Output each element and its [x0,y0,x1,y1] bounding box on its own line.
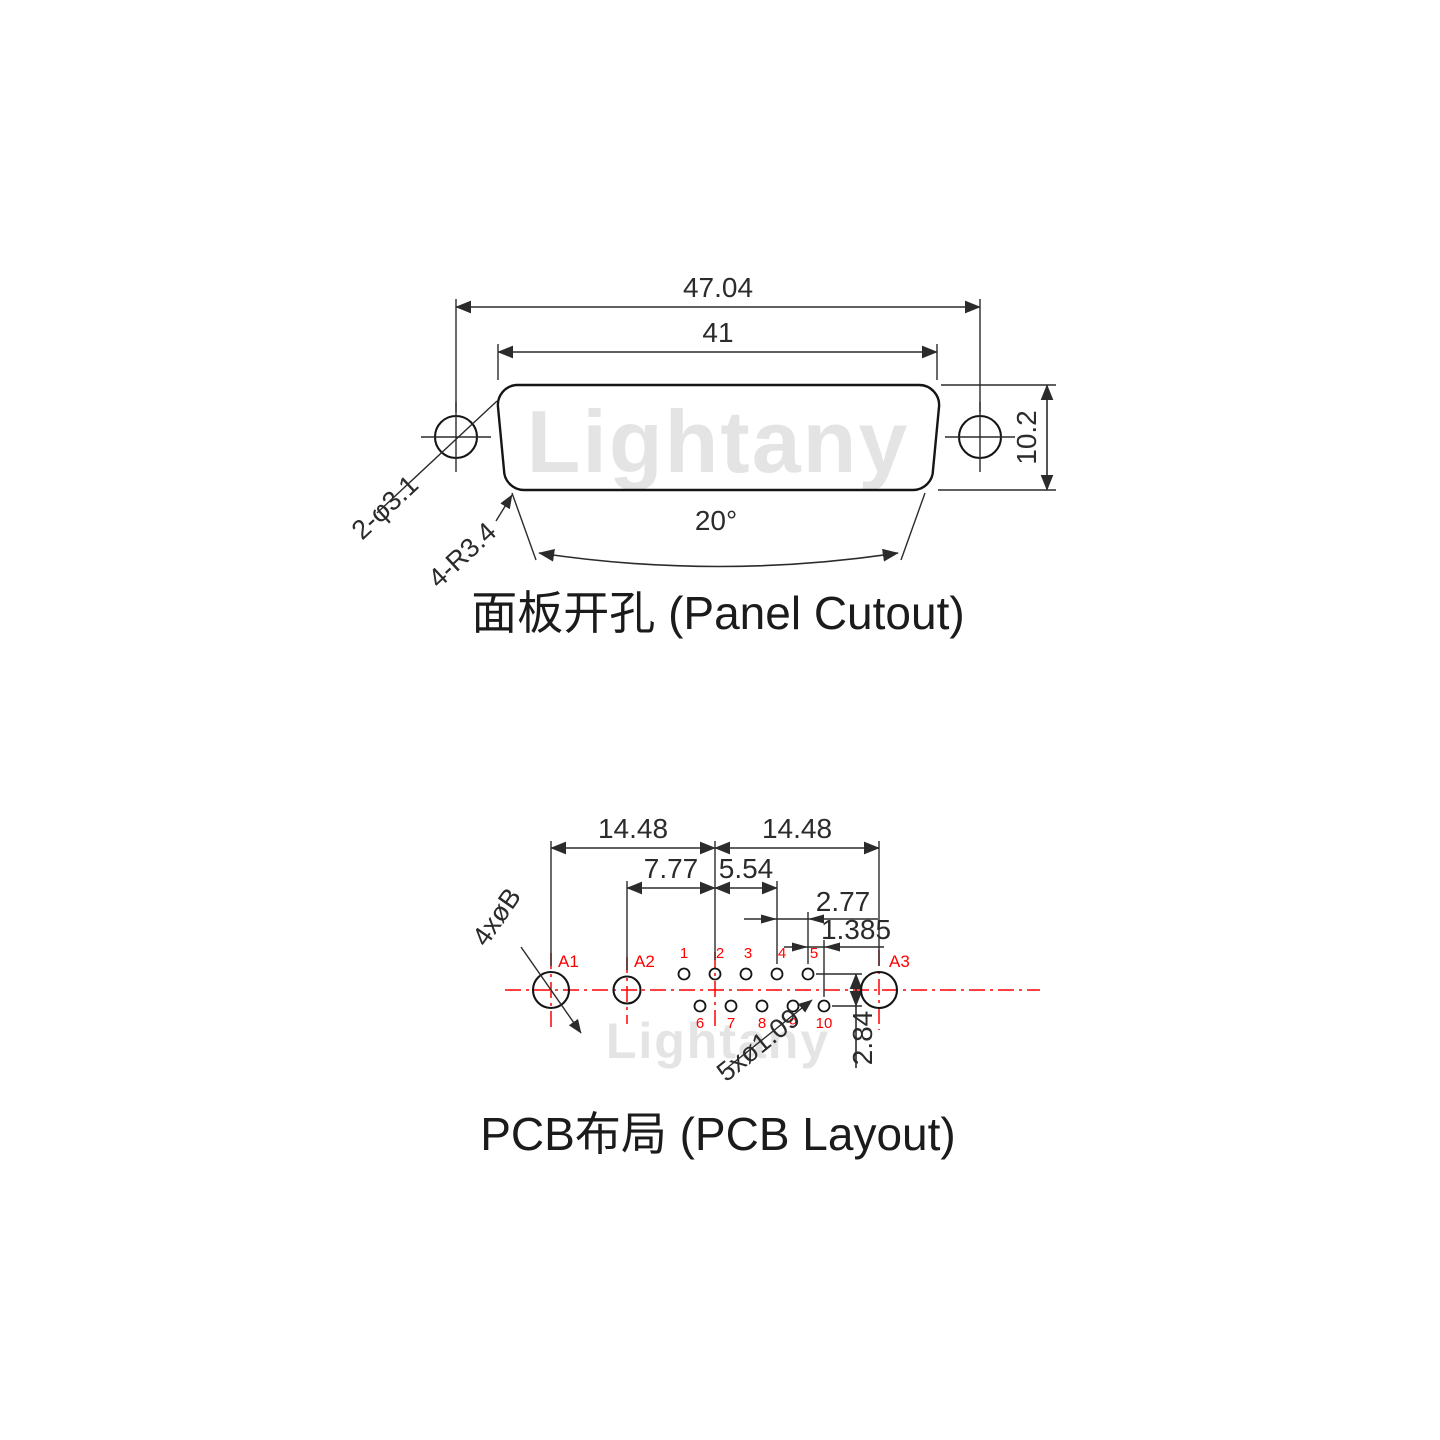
pin-number: 7 [727,1015,735,1032]
dim-row-pitch: 2.84 [847,1011,878,1066]
hole-label-a2: A2 [634,952,655,971]
dim-a2-to-center: 7.77 [644,853,699,884]
dim-angle: 20° [695,505,737,536]
dim-inner-width: 41 [702,317,733,348]
dim-pin-span: 5.54 [719,853,774,884]
panel-extension-lines [455,299,1056,491]
dim-center-to-a3: 14.48 [762,813,832,844]
pin-hole [724,999,738,1013]
power-hole-a3 [859,970,899,1010]
dim-height: 10.2 [1011,410,1042,465]
mounting-hole-right [945,402,1015,472]
label-mount-holes: 2-φ3.1 [346,469,424,545]
power-hole-a2 [612,975,642,1005]
pin-number: 10 [816,1015,833,1032]
pin-number: 6 [696,1015,704,1032]
pin-number: 3 [744,945,752,962]
hole-label-a3: A3 [889,952,910,971]
power-hole-a1 [531,970,571,1010]
panel-cutout-drawing: Lightany 47.04 41 10.2 [346,272,1056,639]
pin-hole [755,999,769,1013]
angle-construction: 20° [511,492,926,568]
pin-hole [677,967,691,981]
dim-pin-pitch-group: 2.77 [744,886,878,924]
pin-number: 8 [758,1015,766,1032]
dim-row-pitch-group: 2.84 [847,973,878,1068]
watermark-bottom: Lightany [606,1013,830,1069]
dim-outer-width: 47.04 [683,272,753,303]
pin-hole [817,999,831,1013]
pin-hole [708,967,722,981]
corner-radius-callout: 4-R3.4 [422,494,513,594]
panel-cutout-title: 面板开孔 (Panel Cutout) [471,587,964,639]
dim-a1-to-center: 14.48 [598,813,668,844]
dim-half-pitch-group: 1.385 [784,914,891,952]
dim-half-pitch: 1.385 [821,914,891,945]
dim-pin-pitch: 2.77 [816,886,871,917]
pin-hole [693,999,707,1013]
pin-hole [801,967,815,981]
mounting-hole-left [421,402,491,472]
pin-hole [739,967,753,981]
pin-number: 2 [716,945,724,962]
label-corner-radius: 4-R3.4 [422,516,502,593]
label-big-holes: 4xøB [466,882,527,951]
pin-hole [770,967,784,981]
pcb-extension-lines [550,841,880,1007]
pcb-layout-title: PCB布局 (PCB Layout) [480,1108,955,1160]
pin-number: 1 [680,945,688,962]
pin-number: 5 [810,945,818,962]
pcb-layout-drawing: Lightany 14.48 14.48 7.77 [466,813,1040,1160]
hole-label-a1: A1 [558,952,579,971]
dsub-cutout-outline [496,383,941,492]
pin-number: 4 [778,945,786,962]
pin-number: 9 [789,1015,797,1032]
watermark-top: Lightany [527,392,910,491]
